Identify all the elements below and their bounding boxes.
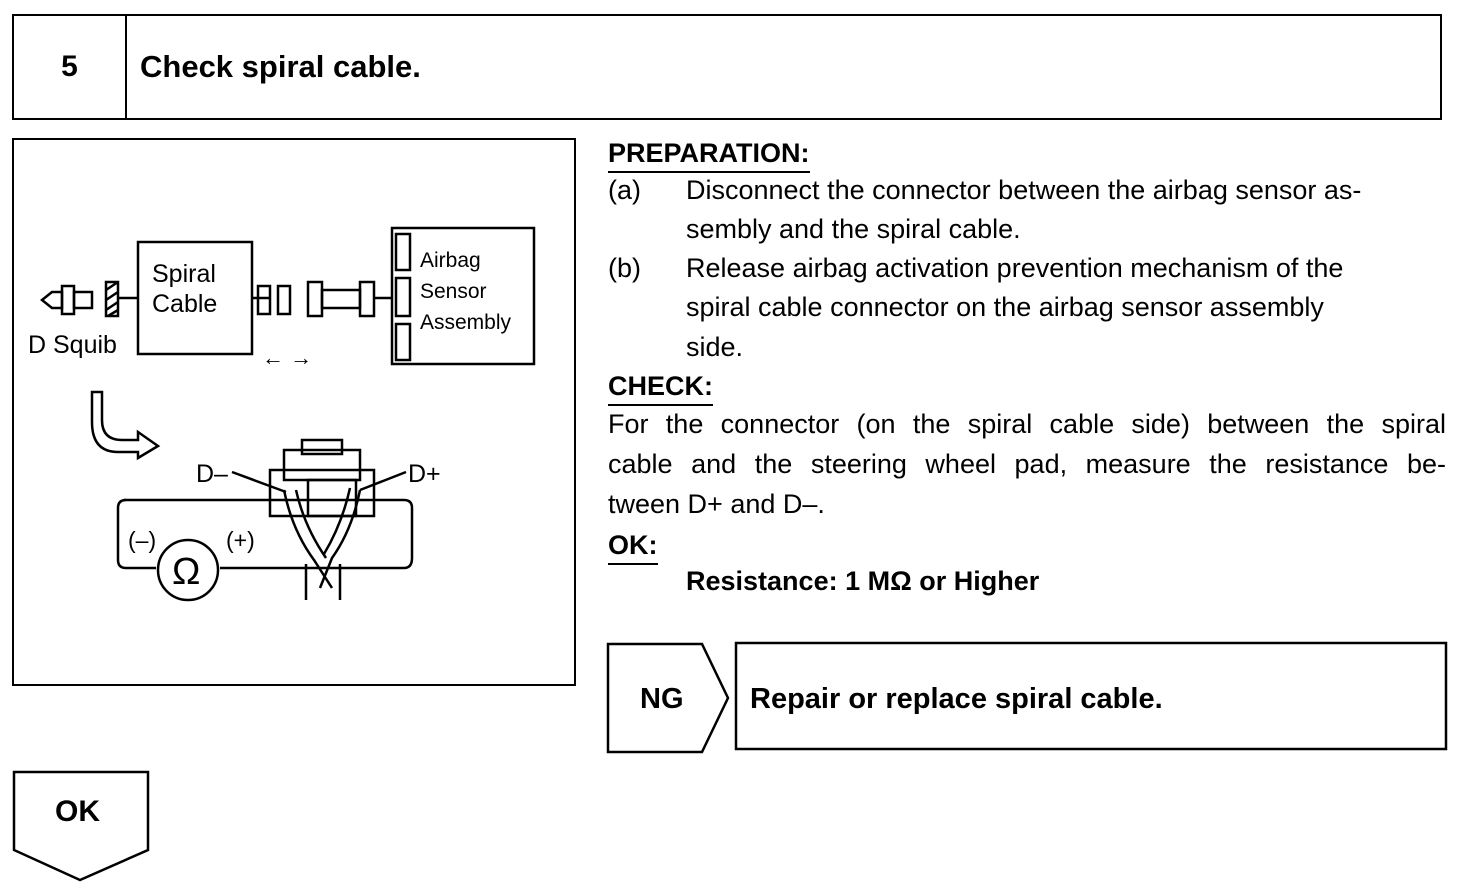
d-minus-label: D– — [196, 460, 228, 488]
step-number: 5 — [14, 16, 127, 118]
wiring-diagram: D Squib Spiral Cable Airbag Sensor Assem… — [12, 138, 576, 686]
ok-spec-heading: OK: — [608, 528, 658, 565]
ok-flow-label: OK — [55, 795, 100, 828]
ng-result-box — [734, 641, 1448, 751]
ng-result-text: Repair or replace spiral cable. — [750, 683, 1163, 715]
prep-item-a-line2: sembly and the spiral cable. — [686, 214, 1021, 244]
check-line2: cable and the steering wheel pad, measur… — [608, 449, 1446, 479]
squib-connector-icon — [60, 284, 76, 316]
prep-item-b-line3: side. — [686, 332, 744, 362]
meter-lead-loop — [124, 498, 414, 570]
step-header: 5 Check spiral cable. — [12, 14, 1442, 120]
ok-spec-value: Resistance: 1 MΩ or Higher — [686, 566, 1040, 596]
airbag-label-1: Airbag — [420, 249, 481, 272]
ohm-symbol: Ω — [172, 551, 200, 593]
diagram-drawing: D Squib Spiral Cable Airbag Sensor Assem… — [28, 226, 536, 602]
airbag-sensor-box — [390, 226, 536, 366]
spiral-cable-label-2: Cable — [152, 290, 217, 318]
ok-arrow-box — [12, 770, 150, 882]
prep-item-b-line1: Release airbag activation prevention mec… — [686, 253, 1344, 283]
check-line3: tween D+ and D–. — [608, 489, 825, 519]
prep-item-b-line2: spiral cable connector on the airbag sen… — [686, 292, 1324, 322]
prep-item-b-label: (b) — [608, 253, 641, 283]
d-plus-label: D+ — [408, 460, 441, 488]
ng-label: NG — [640, 683, 684, 715]
ng-arrow-box — [606, 642, 730, 754]
squib-plug-icon — [39, 290, 64, 310]
check-heading: CHECK: — [608, 369, 713, 406]
probe-minus-label: (–) — [128, 527, 156, 553]
ng-flow-frame — [606, 641, 1448, 754]
probe-plus-label: (+) — [226, 527, 255, 553]
airbag-label-2: Sensor — [420, 280, 487, 303]
prep-item-a-line1: Disconnect the connector between the air… — [686, 175, 1362, 205]
airbag-label-3: Assembly — [420, 311, 512, 334]
disconnect-arrows: ← → — [262, 345, 312, 370]
check-line1: For the connector (on the spiral cable s… — [608, 409, 1446, 439]
step-title: Check spiral cable. — [140, 49, 421, 84]
spiral-cable-label-1: Spiral — [152, 260, 216, 288]
next-step-arrow-icon — [90, 390, 161, 461]
preparation-heading: PREPARATION: — [608, 136, 810, 173]
ok-flow-arrow — [12, 770, 150, 882]
d-squib-label: D Squib — [28, 331, 117, 359]
ohmmeter-icon — [156, 538, 220, 602]
prep-item-a-label: (a) — [608, 175, 641, 205]
